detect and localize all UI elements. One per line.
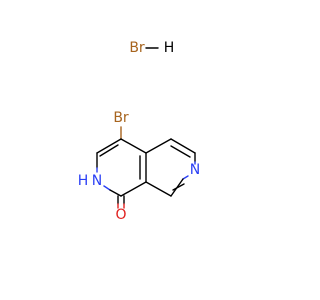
- bond-n7-c8-n: [182, 175, 189, 180]
- bond-c8-c8a: [145, 181, 172, 197]
- bond-c4a-c5: [145, 138, 172, 154]
- bond-n2-c1: [109, 189, 122, 197]
- bond-c5-c6-inner: [170, 145, 191, 158]
- bond-c4a-c4: [120, 138, 147, 154]
- atom-oxygen-label: O: [115, 207, 126, 223]
- bond-n7-c8-inner: [172, 183, 185, 191]
- bond-c5-c6: [170, 138, 196, 154]
- structure-canvas: Br H: [77, 40, 201, 223]
- atom-pyridine-nitrogen-label: N: [190, 162, 200, 178]
- salt-bromine-label: Br: [129, 40, 145, 56]
- hbr-salt: Br H: [129, 40, 174, 56]
- molecule-diagram: Br H: [78, 40, 201, 223]
- bond-c1-c8a: [120, 181, 147, 197]
- atom-nh-nitrogen-label: N: [92, 173, 102, 189]
- atom-bromine-label: Br: [113, 110, 129, 126]
- bond-layer: [96, 126, 196, 209]
- atom-labels: Br H N N O: [78, 110, 201, 223]
- bond-c4-c3: [96, 138, 122, 154]
- salt-hydrogen-label: H: [164, 40, 175, 56]
- atom-nh-hydrogen-label: H: [78, 173, 89, 189]
- bond-n2-c1-n: [103, 185, 111, 191]
- bond-c4-c3-inner: [99, 144, 119, 157]
